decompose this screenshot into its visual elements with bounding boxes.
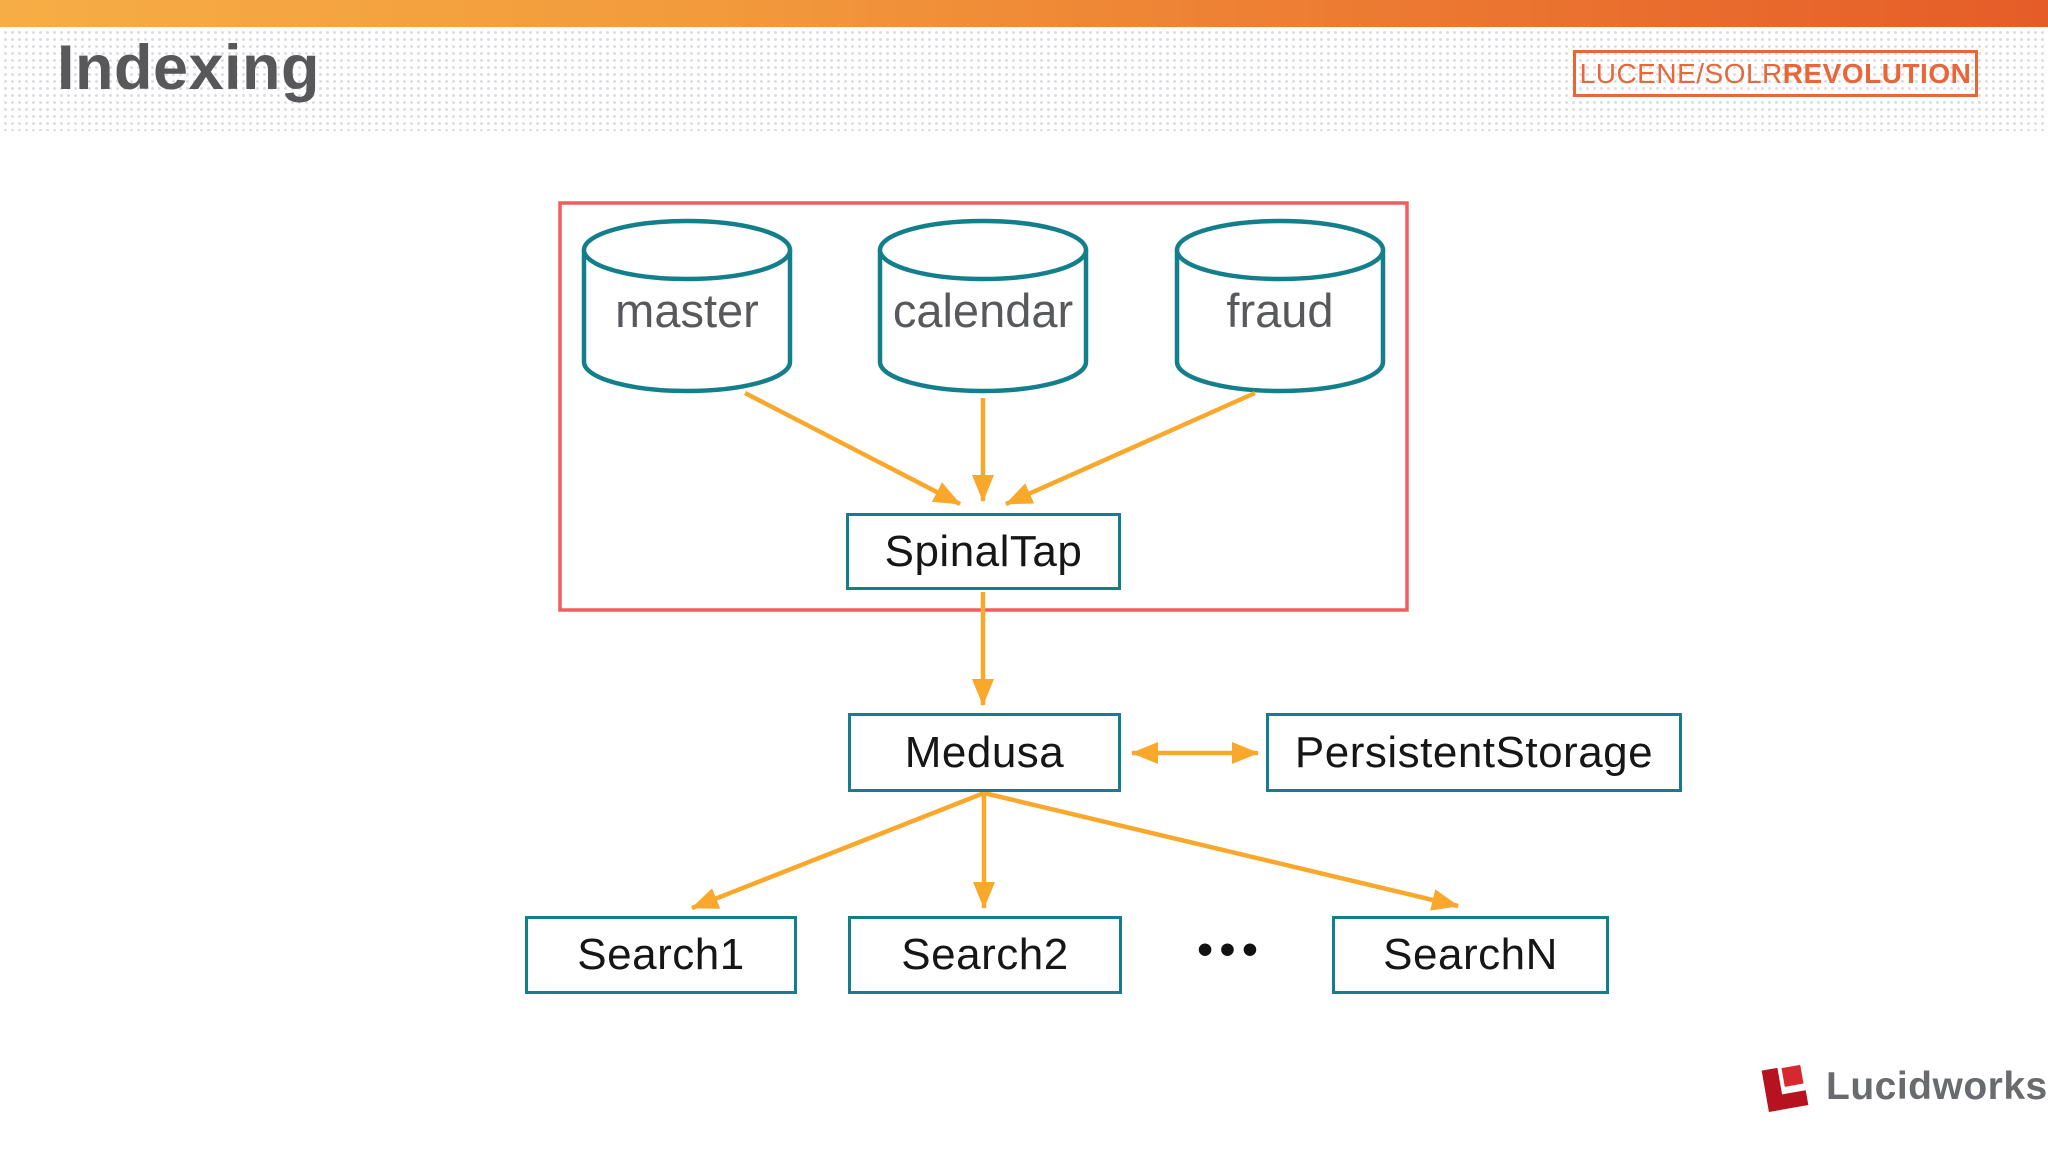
badge-brand-bold: REVOLUTION xyxy=(1782,57,1972,89)
header-dotted-band xyxy=(0,27,2048,131)
database-icon-master xyxy=(581,218,793,394)
lucidworks-logo-icon xyxy=(1761,1064,1809,1112)
database-label-calendar: calendar xyxy=(892,284,1074,337)
arrow-master-to-spinaltap xyxy=(743,391,962,506)
lucidworks-logo-text: Lucidworks xyxy=(1826,1065,2048,1108)
arrow-fraud-to-spinaltap xyxy=(1005,390,1256,507)
node-spinaltap: SpinalTap xyxy=(846,513,1121,590)
node-persistentstorage: PersistentStorage xyxy=(1266,713,1682,792)
database-label-master: master xyxy=(615,284,759,337)
node-searchn: SearchN xyxy=(1332,916,1609,994)
lucidworks-logo: Lucidworks xyxy=(1756,1058,2048,1116)
page-title: Indexing xyxy=(57,33,321,103)
node-medusa: Medusa xyxy=(848,713,1121,792)
ellipsis-more-search-nodes: ••• xyxy=(1197,925,1265,974)
arrow-medusa-to-search1 xyxy=(691,790,985,911)
database-icon-calendar xyxy=(877,218,1089,394)
diagram-arrows xyxy=(691,390,1459,911)
database-label-fraud: fraud xyxy=(1226,284,1334,337)
top-gradient-bar xyxy=(0,0,2048,27)
node-search2: Search2 xyxy=(848,916,1122,994)
badge-brand-regular: LUCENE/SOLR xyxy=(1579,57,1783,89)
arrow-medusa-to-searchn xyxy=(983,790,1459,911)
node-search1: Search1 xyxy=(525,916,797,994)
database-icon-fraud xyxy=(1174,218,1386,394)
